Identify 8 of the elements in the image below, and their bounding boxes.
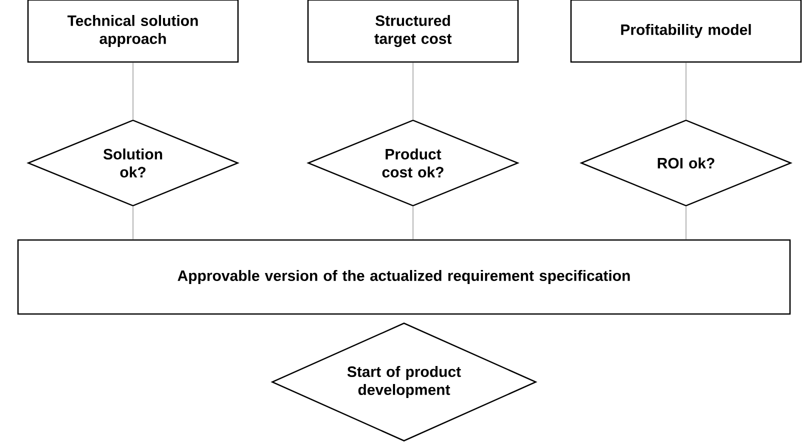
process-box: Profitability model	[570, 0, 802, 63]
connector-line	[132, 62, 134, 120]
connector-line	[412, 62, 414, 120]
process-box: Approvable version of the actualized requirement specification	[17, 239, 791, 315]
connector-line	[132, 206, 134, 240]
process-box: Structured target cost	[307, 0, 519, 63]
connector-line	[412, 206, 414, 240]
process-box: Technical solution approach	[27, 0, 239, 63]
